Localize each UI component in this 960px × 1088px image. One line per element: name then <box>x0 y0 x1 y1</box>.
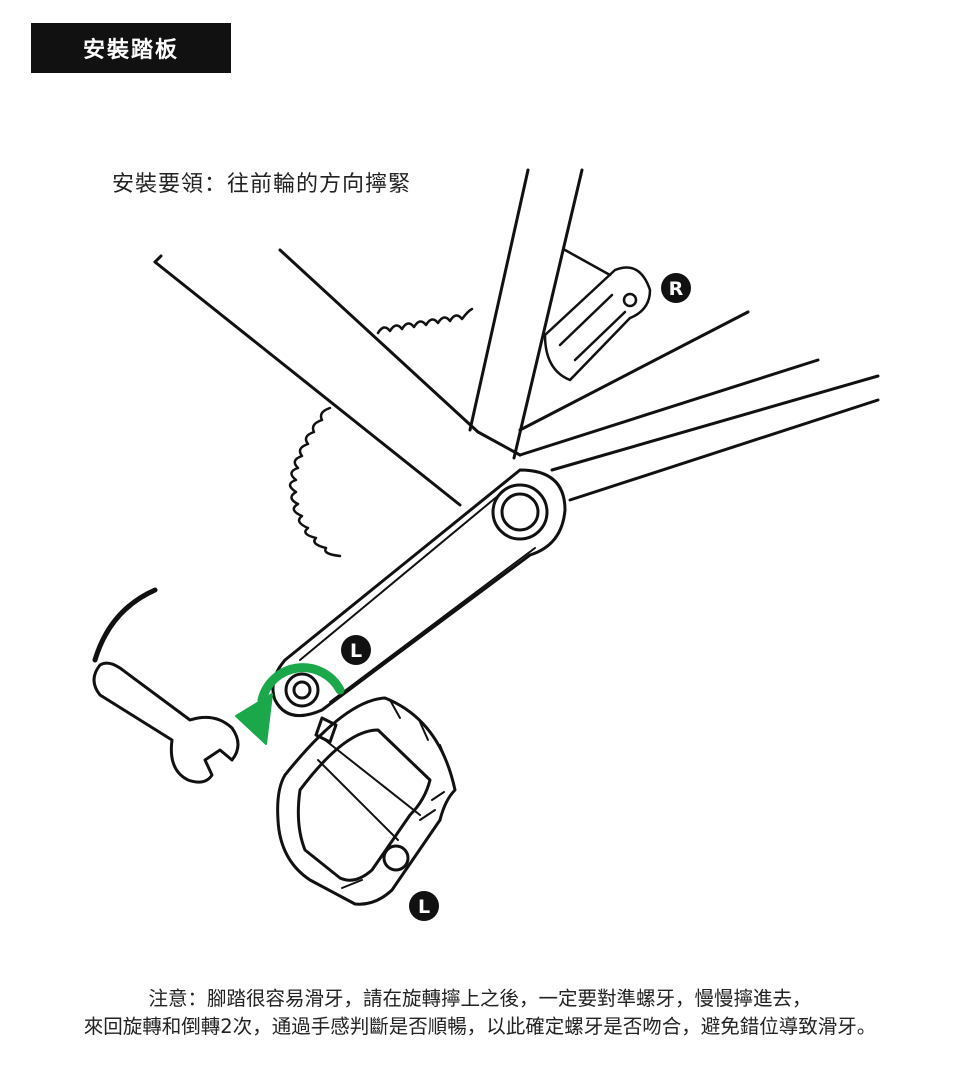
seat-tube <box>468 168 530 432</box>
wrench-icon <box>92 587 240 784</box>
instruction-text: 安裝要領：往前輪的方向擰緊 <box>112 172 412 197</box>
caution-note: 注意：腳踏很容易滑牙，請在旋轉擰上之後，一定要對準螺牙，慢慢擰進去， 來回旋轉和… <box>0 985 960 1041</box>
right-side-badge: R <box>661 273 691 303</box>
caution-note-line2: 來回旋轉和倒轉2次，通過手感判斷是否順暢，以此確定螺牙是否吻合，避免錯位導致滑牙… <box>83 1015 877 1038</box>
pedal <box>276 696 457 906</box>
left-crank-arm <box>271 468 567 718</box>
counterclockwise-arrow-icon <box>235 663 345 745</box>
chainring <box>288 307 474 558</box>
right-crank-arm <box>543 248 652 382</box>
chain-stay <box>518 310 750 432</box>
section-title-text: 安裝踏板 <box>82 38 179 63</box>
right-side-label: R <box>669 278 684 300</box>
crank-left-label: L <box>350 640 362 662</box>
down-tube <box>153 260 462 507</box>
pedal-left-badge: L <box>409 891 439 921</box>
pedal-left-label: L <box>418 896 430 918</box>
section-title: 安裝踏板 <box>31 23 231 73</box>
seat-stay <box>550 374 880 472</box>
pedal-installation-illustration: R L L <box>92 168 880 921</box>
crank-left-badge: L <box>341 635 371 665</box>
caution-note-line1: 注意：腳踏很容易滑牙，請在旋轉擰上之後，一定要對準螺牙，慢慢擰進去， <box>148 987 812 1010</box>
